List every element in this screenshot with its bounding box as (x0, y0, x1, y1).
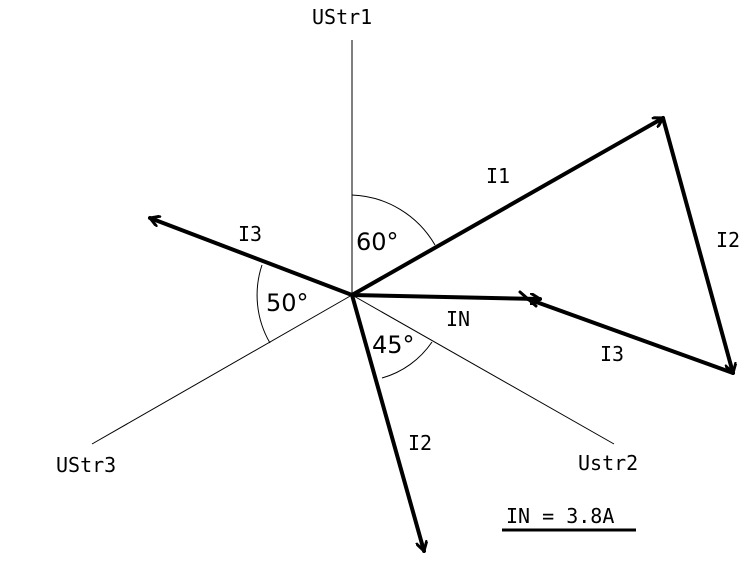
ustr2-label: Ustr2 (578, 451, 638, 475)
in-endpoint-mark (518, 290, 538, 308)
i3-chain-label: I3 (600, 342, 624, 366)
i3-label: I3 (238, 222, 262, 246)
in-label: IN (446, 307, 470, 331)
ustr3-label: UStr3 (56, 453, 116, 477)
angle-arc-60 (351, 194, 436, 246)
i2-vector (350, 293, 424, 551)
i1-vector (350, 116, 663, 297)
ustr2-axis (351, 294, 615, 445)
angle-arc-45 (381, 341, 433, 379)
angle-label-45: 45° (372, 331, 415, 359)
angle-label-60: 60° (356, 228, 399, 256)
result-label: IN = 3.8A (506, 504, 614, 528)
ustr1-label: UStr1 (312, 5, 372, 29)
ustr3-axis (91, 294, 353, 445)
angle-label-50: 50° (266, 289, 309, 317)
i3-vector (150, 218, 354, 297)
i3-chain-vector (526, 297, 735, 375)
i2-label: I2 (408, 431, 432, 455)
i2-chain-label: I2 (716, 228, 740, 252)
i1-label: I1 (486, 164, 510, 188)
in-vector (350, 295, 540, 299)
i2-chain-vector (661, 116, 733, 373)
angle-arc-50 (256, 264, 271, 344)
